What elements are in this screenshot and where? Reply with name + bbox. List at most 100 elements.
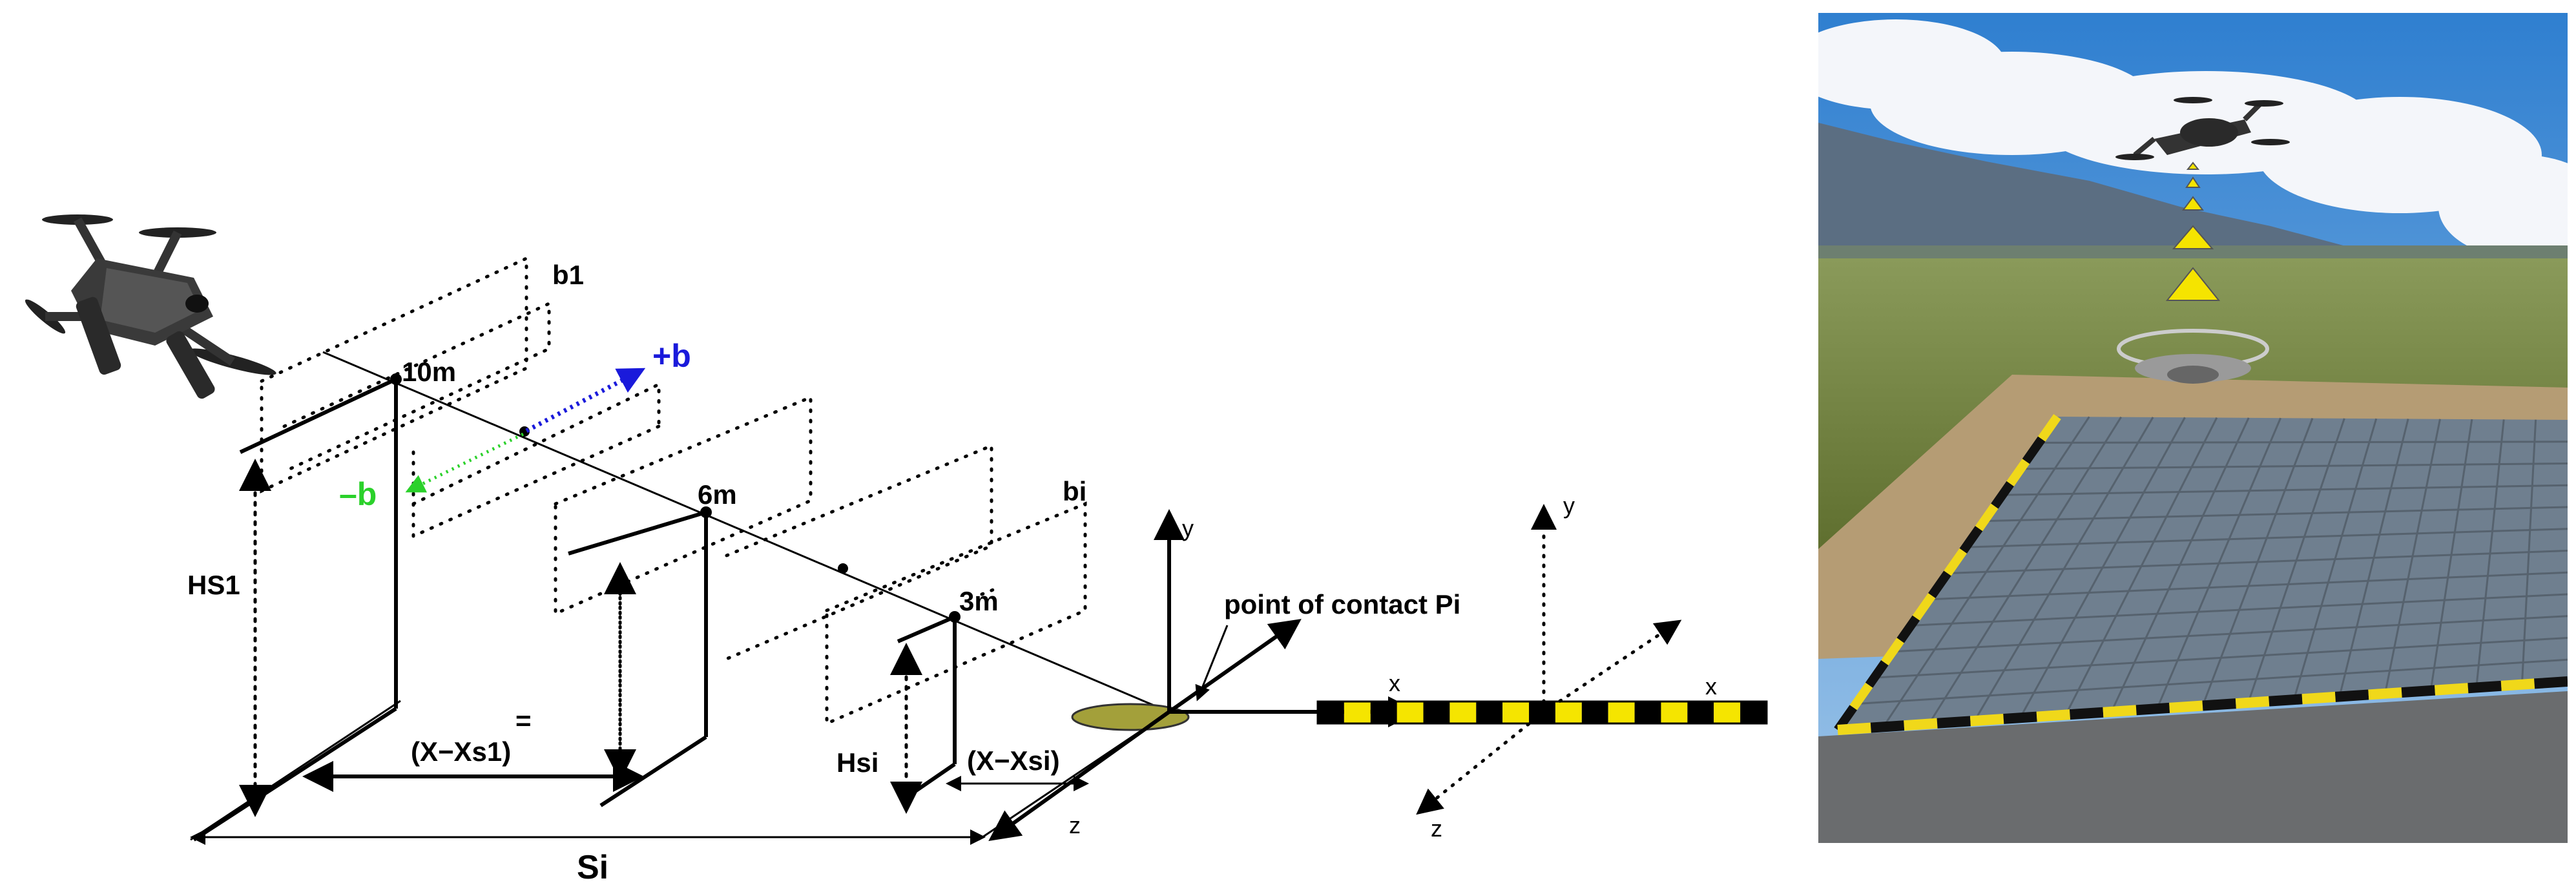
stripe-segment — [1849, 682, 1873, 711]
stripe-segment — [2036, 709, 2071, 722]
glide-path-line — [322, 351, 1170, 713]
stripe-segment — [1912, 593, 1936, 621]
yellow-triangle-beacon-icon — [2165, 161, 2221, 301]
stripe-segment — [1904, 718, 1938, 731]
strip-segment — [1502, 702, 1530, 723]
axis-y-label-2: y — [1563, 492, 1575, 519]
equals-label: = — [515, 705, 532, 736]
stripe-segment — [2334, 689, 2369, 702]
pad-grid-line — [1874, 637, 2568, 679]
strip-segment — [1397, 702, 1424, 723]
stripe-segment — [2003, 711, 2037, 724]
stripe-segment — [1896, 615, 1920, 643]
stripe-segment — [2534, 676, 2568, 689]
ground-line-front — [190, 700, 401, 841]
stripe-segment — [1865, 660, 1889, 688]
contact-axes-2 — [1416, 504, 1682, 815]
height-label-10m: 10m — [402, 357, 456, 387]
stripe-segment — [2037, 413, 2061, 442]
stripe-segment — [2135, 702, 2170, 716]
station-6m — [568, 506, 712, 807]
hs1-label: HS1 — [187, 570, 240, 600]
strip-segment — [1740, 702, 1767, 723]
stripe-segment — [2169, 700, 2203, 713]
stripe-segment — [2103, 705, 2137, 718]
si-label: Si — [577, 849, 608, 886]
contact-pad — [1071, 703, 1190, 731]
midpoint-dot-2 — [838, 563, 848, 574]
landing-strip — [1316, 700, 1768, 725]
stripe-segment — [1969, 713, 2004, 727]
stripe-segment — [2301, 691, 2336, 705]
strip-segment — [1344, 702, 1371, 723]
station-10m — [192, 373, 402, 842]
axis-x-label-2: x — [1705, 673, 1717, 700]
pad-grid-line — [1892, 615, 2568, 653]
axis-z-label-1: z — [1069, 812, 1081, 838]
pad-grid-line — [1966, 528, 2568, 548]
strip-segment — [1449, 702, 1477, 723]
boundary-label-bi: bi — [1063, 476, 1086, 506]
x-xs1-label: (X−Xs1) — [411, 736, 511, 767]
pad-grid-line — [2002, 484, 2568, 496]
contact-axes-1 — [988, 509, 1419, 841]
strip-segment — [1370, 702, 1397, 723]
pad-grid-line — [1911, 593, 2568, 627]
pad-stripe-border — [1834, 413, 2568, 735]
strip-segment — [1634, 702, 1661, 723]
boundary-label-b1: b1 — [552, 260, 584, 290]
pad-grid-line — [2039, 441, 2568, 444]
landing-gear-icon — [2117, 329, 2269, 384]
strip-segment — [1581, 702, 1608, 723]
landing-site-photo — [1818, 13, 2568, 843]
stripe-segment — [1870, 720, 1905, 733]
stripe-segment — [2435, 683, 2469, 696]
minus-b-label: –b — [339, 476, 377, 512]
stripe-segment — [2269, 694, 2303, 707]
stripe-segment — [1927, 570, 1951, 599]
stripe-segment — [2070, 707, 2104, 720]
strip-segment — [1476, 702, 1503, 723]
minus-b-arrow — [405, 432, 525, 493]
strip-segment — [1608, 702, 1635, 723]
pad-grid-line — [2020, 463, 2568, 470]
hsi-label: Hsi — [836, 747, 878, 778]
axis-y-label-1: y — [1182, 515, 1194, 541]
stripe-segment — [1837, 722, 1871, 735]
pad-grid-line — [1984, 506, 2568, 523]
stripe-segment — [1937, 716, 1971, 729]
strip-segment — [1661, 702, 1688, 723]
height-label-3m: 3m — [959, 586, 999, 616]
stripe-segment — [2202, 698, 2236, 711]
stripe-segment — [2022, 436, 2046, 464]
height-label-6m: 6m — [698, 479, 737, 510]
boundary-b1 — [260, 256, 661, 539]
boundary-bi — [825, 501, 1087, 726]
landing-geometry-diagram: +b –b 10m 6m 3m b1 bi HS1 Hsi = (X−Xs1) … — [25, 214, 1768, 886]
x-xsi-label: (X−Xsi) — [967, 745, 1060, 776]
axis-x-label-1: x — [1389, 670, 1400, 696]
stripe-segment — [1881, 638, 1904, 666]
pad-grid-line — [1856, 658, 2568, 705]
quadcopter-drone-icon — [25, 214, 276, 399]
plus-b-arrow — [525, 368, 646, 433]
stripe-segment — [1959, 526, 1983, 554]
strip-segment — [1555, 702, 1582, 723]
stripe-segment — [1944, 548, 1968, 576]
plus-b-label: +b — [652, 338, 691, 374]
stripe-segment — [1991, 481, 2014, 509]
stripe-segment — [2500, 678, 2535, 691]
strip-segment — [1714, 702, 1741, 723]
stripe-segment — [2368, 687, 2402, 700]
stripe-segment — [2235, 696, 2270, 709]
stripe-segment — [2467, 680, 2502, 694]
mountains — [1818, 123, 2568, 284]
axis-z-label-2: z — [1431, 815, 1442, 842]
pad-grid — [1856, 416, 2568, 728]
contact-label: point of contact Pi — [1224, 589, 1460, 619]
stripe-segment — [2006, 459, 2030, 486]
boundary-middle — [554, 395, 993, 661]
pad-grid-line — [1929, 571, 2568, 601]
strip-segment — [1687, 702, 1714, 723]
